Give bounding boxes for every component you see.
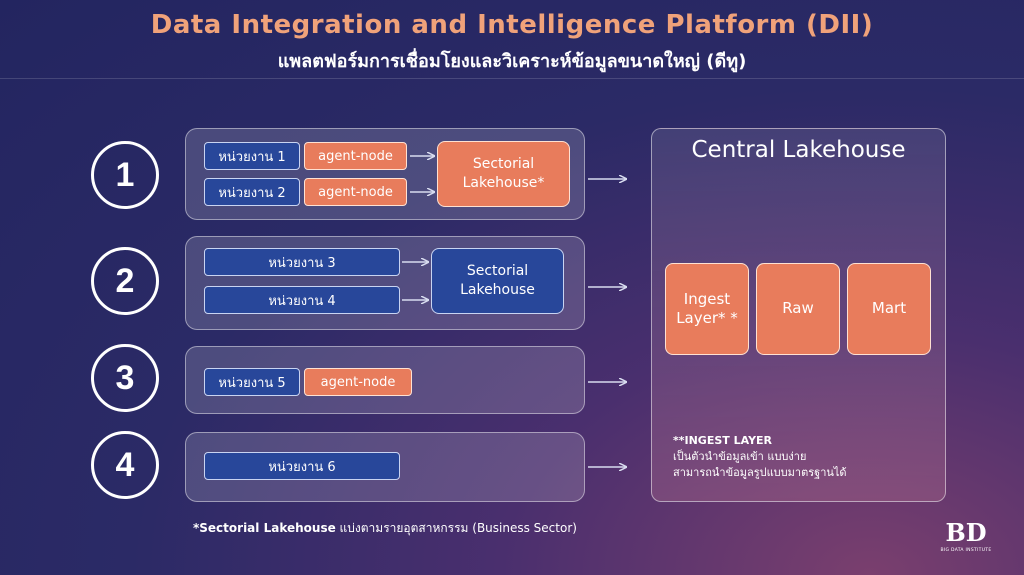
unit-box-5: หน่วยงาน 5 bbox=[204, 368, 300, 396]
bdi-logo: BD BIG DATA INSTITUTE bbox=[926, 518, 1006, 554]
mart-layer-box: Mart bbox=[847, 263, 931, 355]
unit-box-6: หน่วยงาน 6 bbox=[204, 452, 400, 480]
agent-node-box-3: agent-node bbox=[304, 368, 412, 396]
footnote-label: *Sectorial Lakehouse bbox=[193, 521, 336, 535]
row-number-2: 2 bbox=[91, 247, 159, 315]
unit-box-1: หน่วยงาน 1 bbox=[204, 142, 300, 170]
central-lakehouse-title: Central Lakehouse bbox=[691, 137, 906, 163]
ingest-layer-box: Ingest Layer* * bbox=[665, 263, 749, 355]
logo-mark: BD bbox=[945, 518, 987, 547]
unit-box-3: หน่วยงาน 3 bbox=[204, 248, 400, 276]
ingest-note-line-1: เป็นตัวนำข้อมูลเข้า แบบง่าย bbox=[673, 449, 807, 463]
unit-box-4: หน่วยงาน 4 bbox=[204, 286, 400, 314]
page-subtitle: แพลตฟอร์มการเชื่อมโยงและวิเคราะห์ข้อมูลข… bbox=[277, 51, 747, 72]
raw-layer-box: Raw bbox=[756, 263, 840, 355]
agent-node-box-2: agent-node bbox=[304, 178, 407, 206]
header-divider bbox=[0, 78, 1024, 79]
row-number-4: 4 bbox=[91, 431, 159, 499]
logo-text: BIG DATA INSTITUTE bbox=[940, 548, 992, 553]
ingest-note-heading: **INGEST LAYER bbox=[673, 434, 773, 447]
sectorial-lakehouse-starred: Sectorial Lakehouse* bbox=[437, 141, 570, 207]
ingest-note-line-2: สามารถนำข้อมูลรูปแบบมาตรฐานได้ bbox=[673, 465, 847, 479]
unit-box-2: หน่วยงาน 2 bbox=[204, 178, 300, 206]
row-number-3: 3 bbox=[91, 344, 159, 412]
agent-node-box-1: agent-node bbox=[304, 142, 407, 170]
row-number-1: 1 bbox=[91, 141, 159, 209]
footnote: *Sectorial Lakehouse แบ่งตามรายอุตสาหกรร… bbox=[193, 519, 577, 538]
footnote-text: แบ่งตามรายอุตสาหกรรม (Business Sector) bbox=[335, 521, 577, 535]
sectorial-lakehouse-plain: Sectorial Lakehouse bbox=[431, 248, 564, 314]
ingest-layer-note: **INGEST LAYER เป็นตัวนำข้อมูลเข้า แบบง่… bbox=[673, 433, 933, 481]
page-title: Data Integration and Intelligence Platfo… bbox=[150, 10, 874, 40]
